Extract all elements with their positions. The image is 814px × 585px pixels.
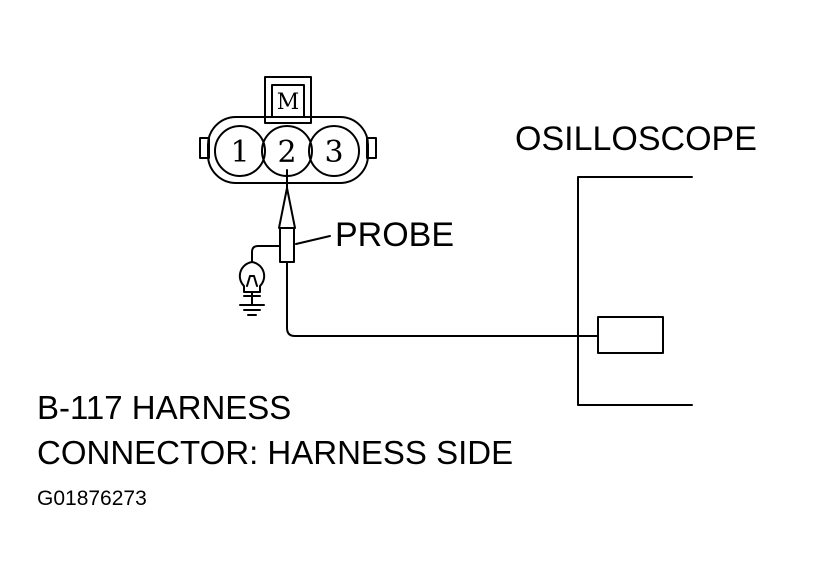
connector-key-letter: M xyxy=(277,90,300,115)
signal-wire xyxy=(286,261,599,337)
caption-line-1: B-117 HARNESS xyxy=(37,389,292,426)
test-lamp-icon xyxy=(238,261,266,305)
pin-2-label: 2 xyxy=(277,135,296,170)
pin-3-label: 3 xyxy=(324,135,343,170)
oscilloscope-input-terminal xyxy=(597,316,664,354)
probe-label: PROBE xyxy=(335,216,455,254)
caption-line-2: CONNECTOR: HARNESS SIDE xyxy=(37,434,514,471)
connector-key-tab xyxy=(264,76,312,124)
probe-leader-line xyxy=(295,235,331,245)
connector-latch-left xyxy=(199,137,210,159)
oscilloscope xyxy=(577,176,693,406)
test-lamp-branch xyxy=(238,245,281,316)
probe-cone xyxy=(278,187,296,229)
probe-handle xyxy=(279,227,295,263)
oscilloscope-outline xyxy=(577,176,693,406)
oscilloscope-label: OSILLOSCOPE xyxy=(515,120,757,158)
connector-latch-right xyxy=(366,137,377,159)
figure-id: G01876273 xyxy=(37,487,147,510)
pin-1-circle xyxy=(214,125,266,177)
lamp-wire xyxy=(251,245,281,263)
pin-1-label: 1 xyxy=(230,135,249,170)
pin-3-circle xyxy=(308,125,360,177)
ground-icon xyxy=(239,304,265,316)
